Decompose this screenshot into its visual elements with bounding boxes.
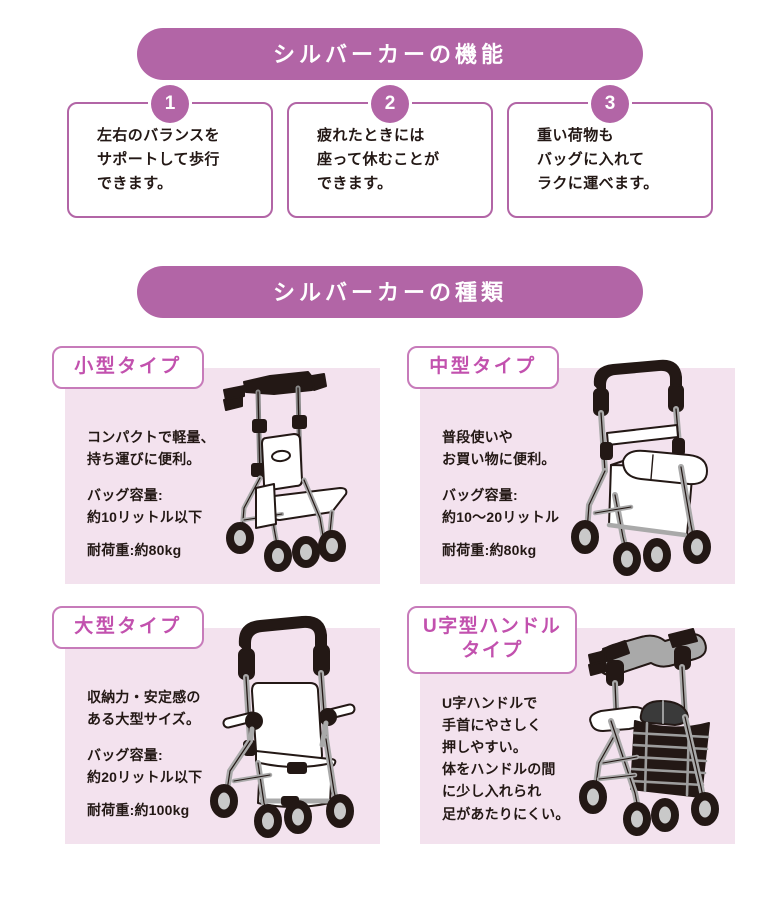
blurb-line: お買い物に便利。 — [442, 451, 556, 468]
capacity-line: バッグ容量: — [87, 486, 163, 503]
blurb-line: 普段使いや — [442, 429, 513, 445]
function-number-badge: 2 — [371, 85, 409, 123]
function-line: ラクに運べます。 — [537, 175, 659, 193]
function-line: 疲れたときには — [317, 126, 425, 144]
types-heading-wrap: シルバーカーの種類 — [0, 266, 780, 318]
function-card-1: 1 左右のバランスを サポートして歩行 できます。 — [67, 85, 273, 218]
blurb-line: コンパクトで軽量、 — [87, 429, 215, 445]
type-capacity: バッグ容量: 約10〜20リットル — [442, 484, 559, 529]
type-blurb: コンパクトで軽量、 持ち運びに便利。 — [87, 426, 215, 471]
type-card-u-handle-desc: U字ハンドルで 手首にやさしく 押しやすい。 体をハンドルの間 に少し入れられ … — [442, 692, 570, 838]
function-card-3: 3 重い荷物も バッグに入れて ラクに運べます。 — [507, 85, 713, 218]
function-number-badge: 1 — [151, 85, 189, 123]
function-card-1-text: 左右のバランスを サポートして歩行 できます。 — [69, 124, 271, 197]
capacity-line: バッグ容量: — [442, 486, 518, 503]
capacity-line: 約10〜20リットル — [442, 509, 560, 526]
function-card-2-text: 疲れたときには 座って休むことが できます。 — [289, 124, 491, 197]
blurb-line: 足があたりにくい。 — [442, 805, 570, 822]
blurb-line: に少し入れられ — [442, 783, 542, 800]
capacity-line: 約10リットル以下 — [87, 509, 203, 526]
type-load: 耐荷重:約80kg — [442, 541, 537, 558]
type-capacity: バッグ容量: 約20リットル以下 — [87, 744, 202, 789]
type-card-large-label: 大型タイプ — [52, 606, 204, 650]
type-blurb: 収納力・安定感の ある大型サイズ。 — [87, 686, 202, 731]
type-card-medium-label: 中型タイプ — [407, 346, 559, 390]
type-card-small-label: 小型タイプ — [52, 346, 204, 390]
type-load: 耐荷重:約100kg — [87, 801, 190, 818]
type-card-small: 小型タイプ コンパクトで軽量、 持ち運びに便利。 バッグ容量: 約10リットル以… — [45, 346, 380, 584]
type-blurb: U字ハンドルで 手首にやさしく 押しやすい。 体をハンドルの間 に少し入れられ … — [442, 692, 570, 825]
function-number-badge: 3 — [591, 85, 629, 123]
function-card-2: 2 疲れたときには 座って休むことが できます。 — [287, 85, 493, 218]
types-heading: シルバーカーの種類 — [137, 266, 643, 318]
function-line: 重い荷物も — [537, 126, 615, 144]
type-card-small-desc: コンパクトで軽量、 持ち運びに便利。 バッグ容量: 約10リットル以下 耐荷重:… — [87, 426, 215, 561]
type-capacity: バッグ容量: 約10リットル以下 — [87, 484, 215, 529]
types-card-grid: 小型タイプ コンパクトで軽量、 持ち運びに便利。 バッグ容量: 約10リットル以… — [0, 346, 780, 844]
function-line: 左右のバランスを — [97, 126, 220, 144]
function-line: バッグに入れて — [537, 150, 645, 168]
function-card-3-text: 重い荷物も バッグに入れて ラクに運べます。 — [509, 124, 711, 197]
function-line: できます。 — [97, 175, 173, 193]
label-line: U字型ハンドル — [423, 616, 562, 637]
blurb-line: 収納力・安定感の — [87, 689, 201, 705]
label-line: タイプ — [461, 640, 523, 662]
capacity-line: バッグ容量: — [87, 746, 163, 763]
blurb-line: U字ハンドルで — [442, 695, 538, 711]
blurb-line: 押しやすい。 — [442, 739, 528, 756]
type-blurb: 普段使いや お買い物に便利。 — [442, 426, 559, 471]
blurb-line: 体をハンドルの間 — [442, 761, 556, 778]
blurb-line: ある大型サイズ。 — [87, 711, 201, 728]
type-card-large-desc: 収納力・安定感の ある大型サイズ。 バッグ容量: 約20リットル以下 耐荷重:約… — [87, 686, 202, 821]
type-card-medium: 中型タイプ 普段使いや お買い物に便利。 バッグ容量: 約10〜20リットル 耐… — [400, 346, 735, 584]
functions-heading-wrap: シルバーカーの機能 — [0, 28, 780, 80]
type-card-large: 大型タイプ 収納力・安定感の ある大型サイズ。 バッグ容量: 約20リットル以下… — [45, 606, 380, 844]
functions-heading: シルバーカーの機能 — [137, 28, 643, 80]
type-card-medium-desc: 普段使いや お買い物に便利。 バッグ容量: 約10〜20リットル 耐荷重:約80… — [442, 426, 559, 561]
blurb-line: 手首にやさしく — [442, 717, 542, 734]
capacity-line: 約20リットル以下 — [87, 769, 203, 786]
function-line: できます。 — [317, 175, 393, 193]
type-card-u-handle-label: U字型ハンドル タイプ — [407, 606, 578, 674]
functions-card-row: 1 左右のバランスを サポートして歩行 できます。 2 疲れたときには 座って休… — [0, 85, 780, 218]
type-load: 耐荷重:約80kg — [87, 541, 182, 558]
function-line: サポートして歩行 — [97, 150, 220, 168]
type-card-u-handle: U字型ハンドル タイプ U字ハンドルで 手首にやさしく 押しやすい。 体をハンド… — [400, 606, 735, 844]
blurb-line: 持ち運びに便利。 — [87, 451, 201, 468]
function-line: 座って休むことが — [317, 150, 440, 168]
